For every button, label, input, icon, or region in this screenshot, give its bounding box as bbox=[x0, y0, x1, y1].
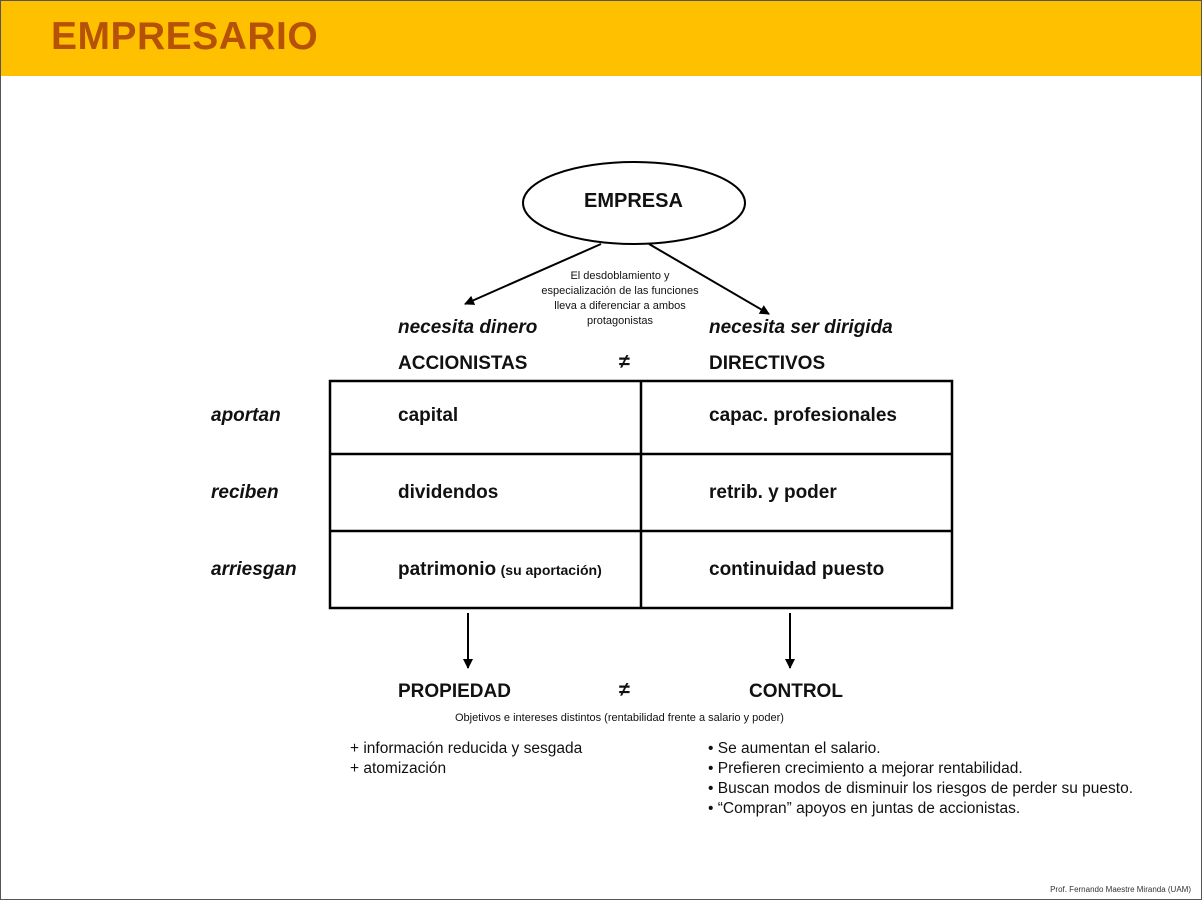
split-note-line: El desdoblamiento y bbox=[570, 270, 670, 282]
not-equal-sign: ≠ bbox=[619, 679, 630, 701]
cell-accionistas-reciben: dividendos bbox=[398, 482, 499, 503]
cell-directivos-reciben: retrib. y poder bbox=[709, 482, 837, 503]
role-directivos: DIRECTIVOS bbox=[709, 353, 826, 374]
list-item: • Prefieren crecimiento a mejorar rentab… bbox=[708, 760, 1023, 777]
row-label-reciben: reciben bbox=[211, 482, 279, 503]
cell-accionistas-arriesgan: patrimonio (su aportación) bbox=[398, 559, 602, 581]
list-item: • Buscan modos de disminuir los riesgos … bbox=[708, 780, 1134, 797]
split-note-line: especialización de las funciones bbox=[541, 285, 699, 297]
role-accionistas: ACCIONISTAS bbox=[398, 353, 528, 374]
arrow-to-accionistas bbox=[464, 243, 602, 305]
right-need: necesita ser dirigida bbox=[709, 317, 893, 338]
not-equal-sign: ≠ bbox=[619, 351, 630, 373]
objectives-note: Objetivos e intereses distintos (rentabi… bbox=[455, 712, 784, 724]
split-note-line: protagonistas bbox=[586, 315, 654, 327]
cell-accionistas-aportan: capital bbox=[398, 405, 459, 426]
outcome-propiedad: PROPIEDAD bbox=[398, 681, 511, 702]
empresa-ellipse bbox=[522, 161, 746, 245]
list-item: • “Compran” apoyos en juntas de accionis… bbox=[708, 800, 1021, 817]
outcome-control: CONTROL bbox=[749, 681, 843, 702]
propiedad-points: + información reducida y sesgada + atomi… bbox=[350, 739, 582, 779]
list-item: + atomización bbox=[350, 760, 447, 777]
split-note-line: lleva a diferenciar a ambos bbox=[554, 300, 686, 312]
cell-directivos-aportan: capac. profesionales bbox=[709, 405, 897, 426]
control-points: • Se aumentan el salario. • Prefieren cr… bbox=[708, 739, 1133, 819]
split-note: El desdoblamiento y especialización de l… bbox=[536, 269, 704, 329]
cell-directivos-arriesgan: continuidad puesto bbox=[709, 559, 885, 580]
list-item: • Se aumentan el salario. bbox=[708, 740, 881, 757]
title-bar: EMPRESARIO bbox=[1, 1, 1201, 76]
empresa-label: EMPRESA bbox=[584, 190, 683, 212]
row-label-arriesgan: arriesgan bbox=[211, 559, 297, 580]
list-item: + información reducida y sesgada bbox=[350, 740, 583, 757]
left-need: necesita dinero bbox=[398, 317, 538, 338]
arrow-to-directivos bbox=[648, 243, 770, 315]
author-credit: Prof. Fernando Maestre Miranda (UAM) bbox=[1050, 885, 1191, 894]
row-label-aportan: aportan bbox=[211, 405, 281, 426]
slide-title: EMPRESARIO bbox=[51, 15, 319, 58]
cell-accionistas-arriesgan-main: patrimonio bbox=[398, 559, 497, 580]
cell-accionistas-arriesgan-note: (su aportación) bbox=[500, 562, 602, 578]
